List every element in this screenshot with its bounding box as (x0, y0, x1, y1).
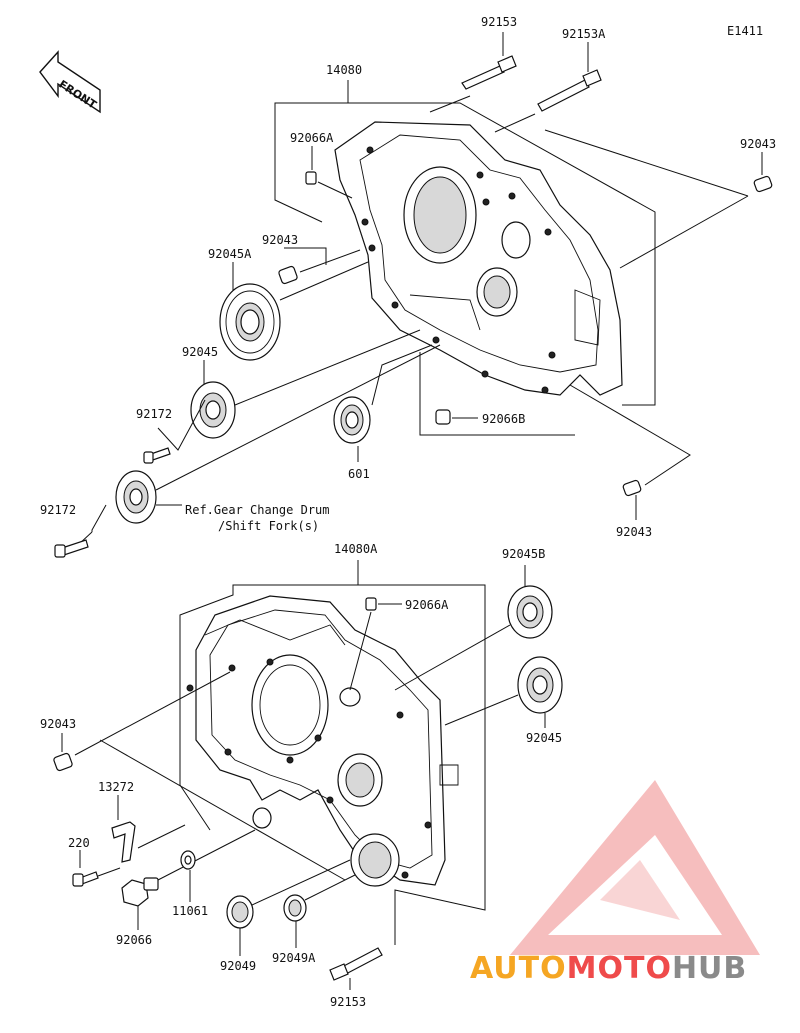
label-92049A: 92049A (272, 951, 316, 965)
oil-seal-92049 (226, 859, 351, 956)
ref-line-1: Ref.Gear Change Drum (185, 503, 330, 517)
label-14080: 14080 (326, 63, 362, 77)
bearing-92045B (394, 565, 553, 691)
dowel-92066B (435, 409, 478, 425)
label-92066B: 92066B (482, 412, 525, 426)
label-92043-left-top: 92043 (262, 233, 298, 247)
label-11061: 11061 (172, 904, 208, 918)
label-92172-a: 92172 (136, 407, 172, 421)
plug-92066 (121, 829, 256, 930)
dowel-92043-right-top (544, 129, 773, 269)
crankcase-left-14080A (179, 560, 486, 945)
label-92153-top: 92153 (481, 15, 517, 29)
dowel-92043-left-top (278, 247, 361, 285)
crankcase-right-14080 (274, 80, 656, 436)
oil-seal-92049A (283, 874, 356, 948)
label-92172-b: 92172 (40, 503, 76, 517)
oil-seal-601 (333, 344, 433, 462)
watermark-text: AUTOMOTOHUB (470, 951, 747, 986)
washer-11061 (180, 850, 196, 902)
label-601: 601 (348, 467, 370, 481)
dowel-pin-92066A-top (305, 146, 353, 199)
watermark-logo (510, 780, 760, 955)
ref-line-2: /Shift Fork(s) (218, 519, 319, 533)
diagram-code: E1411 (727, 24, 763, 38)
label-92045A: 92045A (208, 247, 252, 261)
screw-92172-b (54, 504, 107, 558)
bearing-gear-change-drum (115, 344, 441, 524)
watermark-part-auto: AUTO (470, 951, 567, 986)
label-92066A-top: 92066A (290, 131, 334, 145)
label-14080A: 14080A (334, 542, 378, 556)
label-220: 220 (68, 836, 90, 850)
part-labels: 92153 92153A 14080 92066A 92043 92043 92… (40, 15, 776, 1009)
label-92049: 92049 (220, 959, 256, 973)
screw-220 (72, 850, 121, 887)
label-92043-left-bottom: 92043 (40, 717, 76, 731)
label-92045-top: 92045 (182, 345, 218, 359)
front-arrow-icon: FRONT (39, 50, 101, 114)
label-92045B: 92045B (502, 547, 545, 561)
dowel-92043-right-mid (569, 384, 691, 520)
bearing-92045-top (190, 329, 421, 439)
label-92153-bottom: 92153 (330, 995, 366, 1009)
bearing-92045A (219, 261, 369, 361)
label-92043-right-mid: 92043 (616, 525, 652, 539)
label-13272: 13272 (98, 780, 134, 794)
watermark-part-moto: MOTO (567, 951, 672, 986)
label-92066A-bottom: 92066A (405, 598, 449, 612)
label-92045-bottom: 92045 (526, 731, 562, 745)
label-92066: 92066 (116, 933, 152, 947)
bearing-92045-bottom (444, 656, 563, 728)
bolt-92153-top (429, 32, 517, 113)
bracket-13272 (111, 795, 186, 863)
bolt-92153-bottom (329, 947, 383, 990)
dowel-pin-92066A-bottom (349, 597, 402, 691)
svg-text:AUTOMOTOHUB: AUTOMOTOHUB (470, 951, 747, 986)
watermark-part-hub: HUB (672, 951, 747, 986)
label-92043-right-top: 92043 (740, 137, 776, 151)
label-92153A: 92153A (562, 27, 606, 41)
dowel-92043-left-bottom (53, 671, 346, 881)
bolt-92153A (494, 42, 602, 133)
screw-92172-a (143, 399, 206, 464)
